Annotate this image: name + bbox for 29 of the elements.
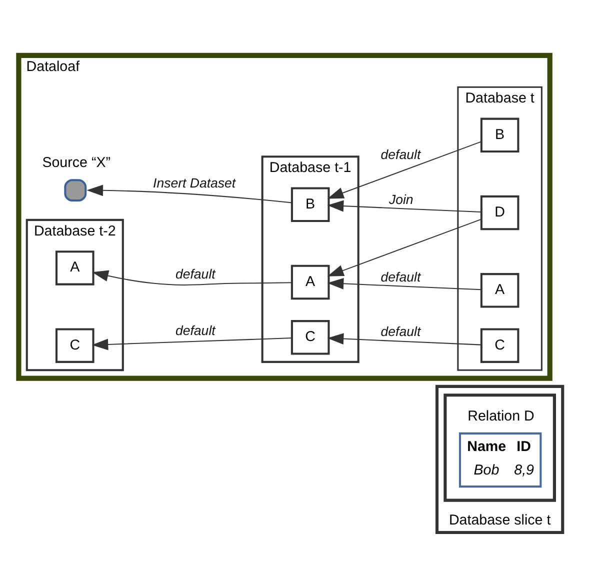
edge-label: default	[380, 270, 420, 285]
edge-label: Insert Dataset	[152, 176, 236, 191]
edge-label: default	[175, 266, 215, 282]
node-label: Source “X”	[42, 155, 110, 172]
node-box: C	[54, 328, 94, 363]
edge-label: Join	[388, 192, 413, 208]
node-box: C	[290, 320, 330, 355]
label: ID	[516, 439, 530, 455]
arrow	[86, 184, 292, 204]
arrow	[326, 333, 481, 346]
node-box: A	[290, 264, 330, 300]
node-box: D	[480, 195, 519, 230]
arrow	[91, 338, 292, 350]
arrow	[326, 141, 481, 199]
arrow	[326, 200, 481, 213]
label: Bob	[473, 462, 499, 478]
arrow	[326, 218, 481, 276]
node-box: C	[480, 328, 519, 363]
label: Name	[466, 439, 506, 455]
edge-label: default	[380, 324, 420, 339]
edge-label: default	[175, 322, 215, 338]
node-box: B	[480, 118, 519, 153]
node-box: A	[480, 273, 519, 308]
node-box: B	[290, 187, 330, 222]
label: 8,9	[514, 462, 534, 478]
edge-label: default	[380, 147, 420, 162]
arrow	[326, 278, 481, 290]
arrow	[92, 270, 292, 286]
node-box: A	[54, 250, 94, 286]
